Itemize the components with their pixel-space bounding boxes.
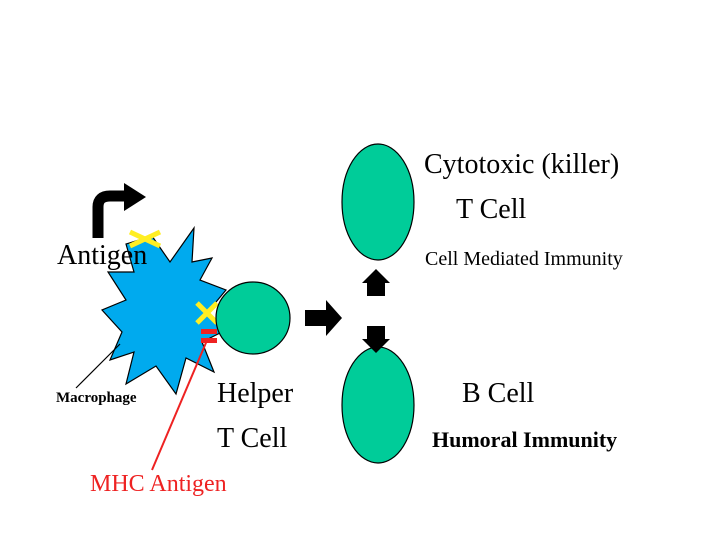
cytotoxic-label-line2: T Cell [456,194,527,225]
helper-t-cell [215,281,291,355]
mhc-antigen-label: MHC Antigen [90,471,227,497]
antigen-label: Antigen [57,240,148,271]
antigen-marker [128,229,162,249]
macrophage-pointer-line [75,343,121,389]
b-cell-label: B Cell [462,378,535,409]
macrophage-cell [100,225,228,396]
down-arrow [362,326,390,353]
b-cell [341,346,415,464]
right-arrow [305,300,342,336]
cytotoxic-t-cell [341,143,415,261]
helper-label-line2: T Cell [217,423,288,454]
up-arrow [362,269,390,296]
mhc-antigen-complex [195,301,219,343]
helper-label-line1: Helper [217,378,294,409]
curved-arrow [92,183,146,238]
mhc-pointer-line [151,337,209,471]
humoral-immunity-label: Humoral Immunity [432,427,618,452]
cell-mediated-immunity-label: Cell Mediated Immunity [425,248,623,270]
cytotoxic-label-line1: Cytotoxic (killer) [424,149,620,180]
macrophage-label: Macrophage [56,390,137,406]
